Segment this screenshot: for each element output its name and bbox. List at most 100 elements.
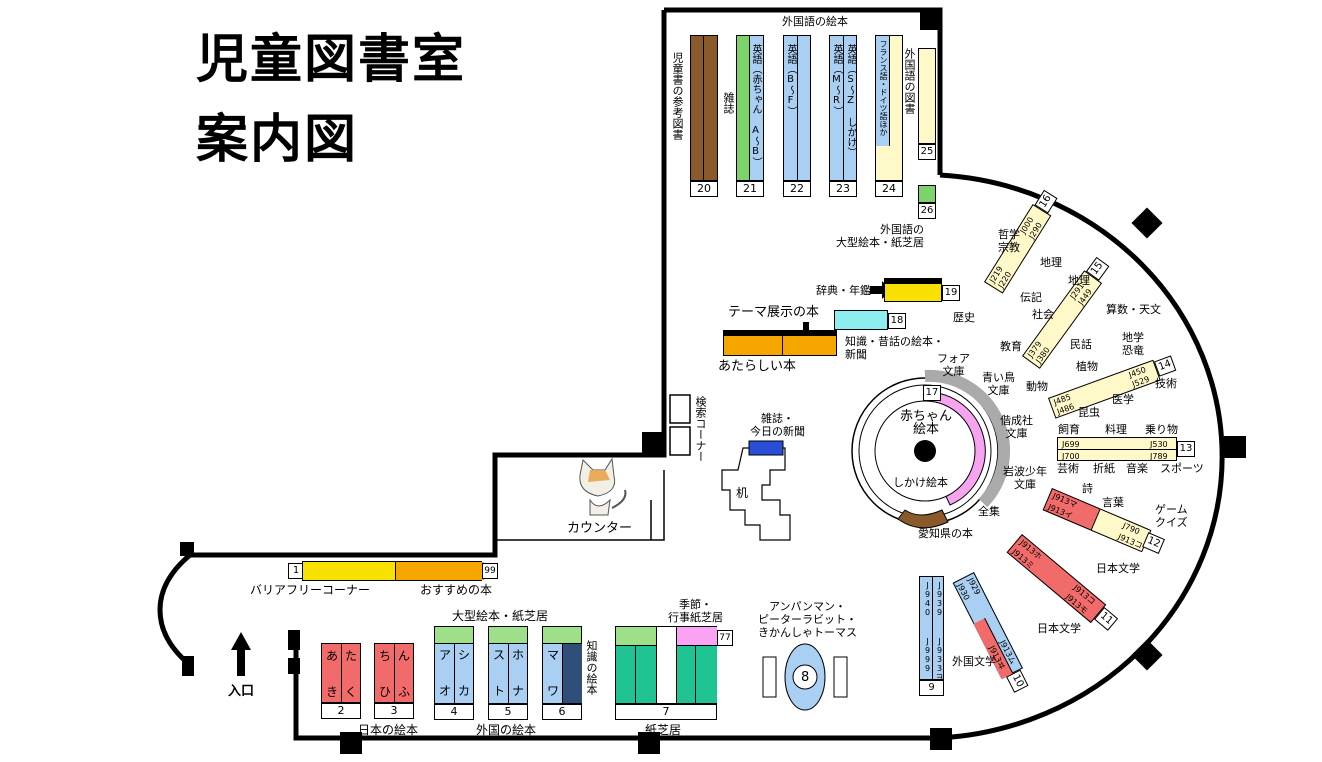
shelf-number-19: 19 xyxy=(942,285,960,301)
shelf-number-24: 24 xyxy=(875,181,903,197)
label-zenshu: 全集 xyxy=(978,505,1000,518)
shelf-number-6: 6 xyxy=(542,704,582,720)
label-arts: 芸術 xyxy=(1057,462,1079,475)
label-medicine: 医学 xyxy=(1112,393,1134,406)
label-aoi: 青い鳥 文庫 xyxy=(982,371,1015,397)
shelf-5: ス ホ ト ナ xyxy=(488,626,528,704)
label-language: 言葉 xyxy=(1102,496,1124,509)
shelf-barrier xyxy=(302,561,484,581)
label-japanese-picture: 日本の絵本 xyxy=(358,723,419,737)
shelf-number-3: 3 xyxy=(374,703,414,719)
shelf-6: マ ワ xyxy=(542,626,582,704)
label-foreign-picture: 外国語の絵本 xyxy=(782,15,848,28)
shelf-number-25: 25 xyxy=(918,144,936,160)
shelf-number-26: 26 xyxy=(918,203,936,219)
label-game: ゲーム クイズ xyxy=(1155,503,1188,529)
label-fore: フォア 文庫 xyxy=(937,352,970,378)
shelf-number-17: 17 xyxy=(923,385,941,401)
label-foreign-lit: 外国文学 xyxy=(952,655,996,668)
label-shikake: しかけ絵本 xyxy=(893,476,948,489)
label-biography: 伝記 xyxy=(1020,291,1042,304)
shelf-2: あ た き く xyxy=(321,643,361,703)
page-title-line1: 児童図書室 xyxy=(196,30,467,90)
label-season: 季節・ 行事紙芝居 xyxy=(668,598,723,624)
label-animals: 動物 xyxy=(1026,380,1048,393)
shelf-number-22: 22 xyxy=(783,181,811,197)
label-dictionary: 辞典・年鑑 xyxy=(816,284,871,297)
label-magazine-top: 雑誌 xyxy=(722,92,735,114)
shelf-new-books xyxy=(723,330,837,356)
shelf-number-99: 99 xyxy=(482,563,498,579)
shelf-25 xyxy=(918,48,936,144)
label-counter: カウンター xyxy=(567,521,633,536)
shelf-3: ち ん ひ ふ xyxy=(374,643,414,703)
label-theme: テーマ展示の本 xyxy=(728,305,820,320)
shelf-number-23: 23 xyxy=(829,181,857,197)
label-big-picture: 大型絵本・紙芝居 xyxy=(452,609,549,623)
shelf-number-2: 2 xyxy=(321,703,361,719)
shelf-24: フランス語・ドイツ語ほか xyxy=(875,35,903,181)
label-math: 算数・天文 xyxy=(1106,303,1161,316)
label-geography-b: 地理 xyxy=(1068,274,1090,287)
shelf-number-7: 7 xyxy=(615,704,717,720)
label-technology: 技術 xyxy=(1155,377,1177,390)
shelf-18 xyxy=(834,310,888,330)
label-cooking: 料理 xyxy=(1105,423,1127,436)
cat-icon xyxy=(579,457,627,516)
shelf-23: 英語（M〜R） 英語（S〜Z しかけ） xyxy=(829,35,857,181)
label-recommended: おすすめの本 xyxy=(420,583,493,597)
label-japanese-lit-a: 日本文学 xyxy=(1096,562,1140,575)
label-folktale: 民話 xyxy=(1070,338,1092,351)
label-desk: 机 xyxy=(736,486,749,500)
label-education: 教育 xyxy=(1000,340,1022,353)
shelf-number-77: 77 xyxy=(717,630,733,646)
label-origami: 折紙 xyxy=(1093,462,1115,475)
shelf-number-21: 21 xyxy=(736,181,764,197)
label-barrier-free: バリアフリーコーナー xyxy=(250,583,371,597)
shelf-22: 英語（B〜F） xyxy=(783,35,811,181)
label-poetry: 詩 xyxy=(1082,482,1093,495)
label-insects: 昆虫 xyxy=(1078,406,1100,419)
shelf-number-18: 18 xyxy=(888,313,906,329)
shelf-21: 英語（赤ちゃん A〜B） xyxy=(736,35,764,181)
shelf-number-5: 5 xyxy=(488,704,528,720)
shelf-4: ア シ オ カ xyxy=(434,626,474,704)
label-history: 歴史 xyxy=(953,311,975,324)
shelf-9: J939 J940 J933ヨ J999 xyxy=(919,576,944,681)
label-new-books: あたらしい本 xyxy=(718,359,797,374)
shelf-number-13: 13 xyxy=(1177,441,1195,457)
shelf-number-4: 4 xyxy=(434,704,474,720)
cushion-number-8: 8 xyxy=(801,670,810,685)
label-aichi: 愛知県の本 xyxy=(918,527,973,540)
label-music: 音楽 xyxy=(1126,462,1148,475)
label-vehicles: 乗り物 xyxy=(1145,423,1178,436)
label-anpanman: アンパンマン・ ピーターラビット・ きかんしゃトーマス xyxy=(758,600,857,639)
label-japanese-lit-b: 日本文学 xyxy=(1037,622,1081,635)
label-kamishibai: 紙芝居 xyxy=(645,723,682,737)
label-plants: 植物 xyxy=(1076,360,1098,373)
label-kaisei: 偕成社 文庫 xyxy=(1000,414,1033,440)
shelf-7 xyxy=(615,626,717,704)
shelf-13: J699 J530 J700 J789 xyxy=(1057,437,1177,461)
shelf-20 xyxy=(690,35,718,182)
page-title-line2: 案内図 xyxy=(196,110,359,170)
shelf-26 xyxy=(918,185,936,203)
label-sports: スポーツ xyxy=(1160,462,1204,475)
label-philosophy: 哲学 宗教 xyxy=(998,228,1020,254)
label-knowledge: 知識・昔話の絵本・ 新聞 xyxy=(845,335,944,361)
label-big-foreign: 外国語の 大型絵本・紙芝居 xyxy=(836,223,924,249)
label-foreign-picture-books: 外国の絵本 xyxy=(476,723,537,737)
label-breeding: 飼育 xyxy=(1058,423,1080,436)
label-baby-books: 赤ちゃん 絵本 xyxy=(900,409,953,437)
label-geography-a: 地理 xyxy=(1040,256,1062,269)
shelf-number-20: 20 xyxy=(690,181,718,197)
shelf-19 xyxy=(884,278,942,302)
label-iwanami: 岩波少年 文庫 xyxy=(1003,465,1047,491)
shelf-number-9: 9 xyxy=(919,680,944,696)
label-entrance: 入口 xyxy=(228,684,255,699)
label-knowledge-picture: 知識の絵本 xyxy=(585,640,598,695)
label-magazine-news: 雑誌・ 今日の新聞 xyxy=(750,412,805,438)
label-search-corner: 検索コーナー xyxy=(694,396,707,462)
label-society: 社会 xyxy=(1032,308,1054,321)
